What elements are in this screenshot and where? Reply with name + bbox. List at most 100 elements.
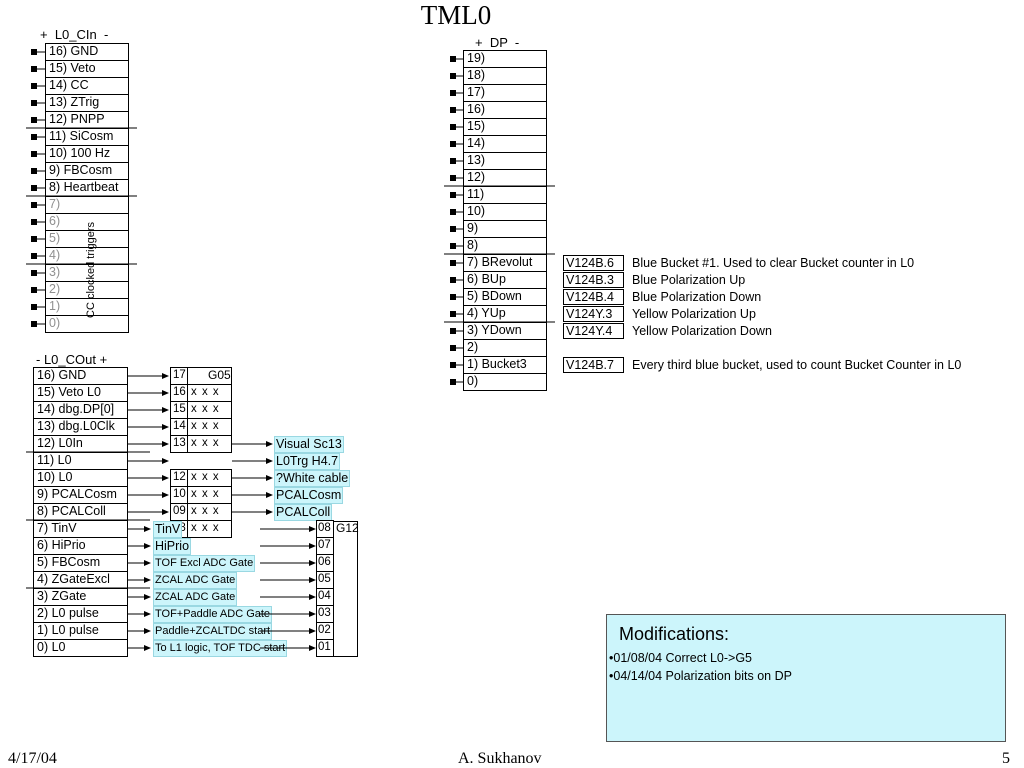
g05-channel-marks: x x x (191, 505, 220, 517)
l0-cout-pin: 16) GND (33, 367, 128, 385)
pin-terminal (31, 253, 37, 259)
g05-channel-number: 13 (173, 437, 186, 449)
pin-terminal (31, 100, 37, 106)
l0-cout-header: - L0_COut + (36, 352, 108, 367)
pin-terminal (450, 73, 456, 79)
dp-wire-id: V124Y.4 (563, 323, 624, 339)
pin-terminal (450, 226, 456, 232)
pin-terminal (31, 236, 37, 242)
g05-output-label: ?White cable (274, 470, 351, 487)
g12-frame (333, 521, 358, 657)
l0-cout-pin: 5) FBCosm (33, 554, 128, 572)
dp-pin: 4) YUp (463, 305, 547, 323)
dp-wire-description: Blue Polarization Down (632, 290, 762, 304)
g12-input-label: ZCAL ADC Gate (153, 589, 238, 606)
g05-channel-number: 17 (173, 369, 186, 381)
pin-terminal (450, 345, 456, 351)
g05-channel-marks: x x x (191, 403, 220, 415)
g05-channel-marks: x x x (191, 437, 220, 449)
g12-channel-number: 01 (316, 639, 334, 657)
l0-cin-header: + L0_CIn - (40, 27, 109, 42)
l0-cin-pin: 16) GND (45, 43, 129, 61)
l0-cout-pin: 2) L0 pulse (33, 605, 128, 623)
l0-cin-pin: 10) 100 Hz (45, 145, 129, 163)
g05-channel-divider (187, 504, 188, 520)
l0-cin-pin: 0) (45, 315, 129, 333)
g05-channel-marks: x x x (191, 522, 220, 534)
pin-terminal (450, 56, 456, 62)
l0-cin-pin: 9) FBCosm (45, 162, 129, 180)
pin-terminal (31, 117, 37, 123)
pin-terminal (450, 141, 456, 147)
pin-terminal (450, 107, 456, 113)
footer-author: A. Sukhanov (458, 750, 542, 767)
pin-terminal (450, 124, 456, 130)
pin-terminal (450, 294, 456, 300)
l0-cout-pin: 0) L0 (33, 639, 128, 657)
l0-cout-pin: 10) L0 (33, 469, 128, 487)
pin-terminal (450, 379, 456, 385)
dp-wire-description: Yellow Polarization Down (632, 324, 772, 338)
dp-pin: 19) (463, 50, 547, 68)
dp-wire-description: Yellow Polarization Up (632, 307, 756, 321)
l0-cout-pin: 8) PCALColl (33, 503, 128, 521)
dp-pin: 5) BDown (463, 288, 547, 306)
dp-pin: 0) (463, 373, 547, 391)
g05-channel-number: 16 (173, 386, 186, 398)
g12-label: G12 (336, 521, 359, 535)
g12-input-label: Paddle+ZCALTDC start (153, 623, 273, 640)
g05-channel-divider (187, 521, 188, 537)
dp-wire-description: Blue Polarization Up (632, 273, 746, 287)
pin-terminal (31, 219, 37, 225)
g05-output-label: L0Trg H4.7 (274, 453, 341, 470)
pin-terminal (450, 175, 456, 181)
pin-terminal (450, 362, 456, 368)
g12-input-label: TOF Excl ADC Gate (153, 555, 256, 572)
slide-title: TML0 (420, 0, 492, 30)
pin-terminal (31, 49, 37, 55)
g05-channel-divider (187, 368, 188, 384)
g05-channel-marks: x x x (191, 386, 220, 398)
g05-channel-number: 12 (173, 471, 186, 483)
pin-terminal (450, 328, 456, 334)
pin-terminal (31, 66, 37, 72)
pin-terminal (450, 277, 456, 283)
g05-channel-marks: x x x (191, 420, 220, 432)
pin-terminal (31, 304, 37, 310)
l0-cout-pin: 9) PCALCosm (33, 486, 128, 504)
dp-wire-id: V124B.3 (563, 272, 624, 288)
g12-input-label: TOF+Paddle ADC Gate (153, 606, 273, 623)
g05-channel: 08x x x (170, 520, 232, 538)
g05-label: G05 (208, 368, 231, 382)
g05-channel-divider (187, 470, 188, 486)
g05-channel-marks: x x x (191, 488, 220, 500)
g05-channel-number: 15 (173, 403, 186, 415)
l0-cin-pin: 14) CC (45, 77, 129, 95)
g05-channel: 15 x x x (170, 401, 232, 419)
g05-channel-divider (187, 487, 188, 503)
pin-terminal (31, 321, 37, 327)
modification-item: •04/14/04 Polarization bits on DP (609, 669, 792, 683)
pin-terminal (450, 243, 456, 249)
modification-item: •01/08/04 Correct L0->G5 (609, 651, 752, 665)
pin-terminal (450, 192, 456, 198)
l0-cout-pin: 3) ZGate (33, 588, 128, 606)
dp-wire-id: V124B.7 (563, 357, 624, 373)
g05-output-label: PCALCosm (274, 487, 344, 504)
g05-channel-divider (187, 436, 188, 452)
g12-input-label: HiPrio (153, 538, 192, 555)
pin-terminal (31, 202, 37, 208)
pin-terminal (450, 260, 456, 266)
footer-date: 4/17/04 (8, 750, 57, 767)
modifications-box: Modifications: •01/08/04 Correct L0->G5 … (606, 614, 1006, 742)
dp-wire-description: Blue Bucket #1. Used to clear Bucket cou… (632, 256, 915, 270)
pin-terminal (31, 287, 37, 293)
l0-cout-pin: 13) dbg.L0Clk (33, 418, 128, 436)
dp-wire-description: Every third blue bucket, used to count B… (632, 358, 962, 372)
g05-channel-divider (187, 419, 188, 435)
dp-wire-id: V124Y.3 (563, 306, 624, 322)
g05-channel: 13 x x x (170, 435, 232, 453)
